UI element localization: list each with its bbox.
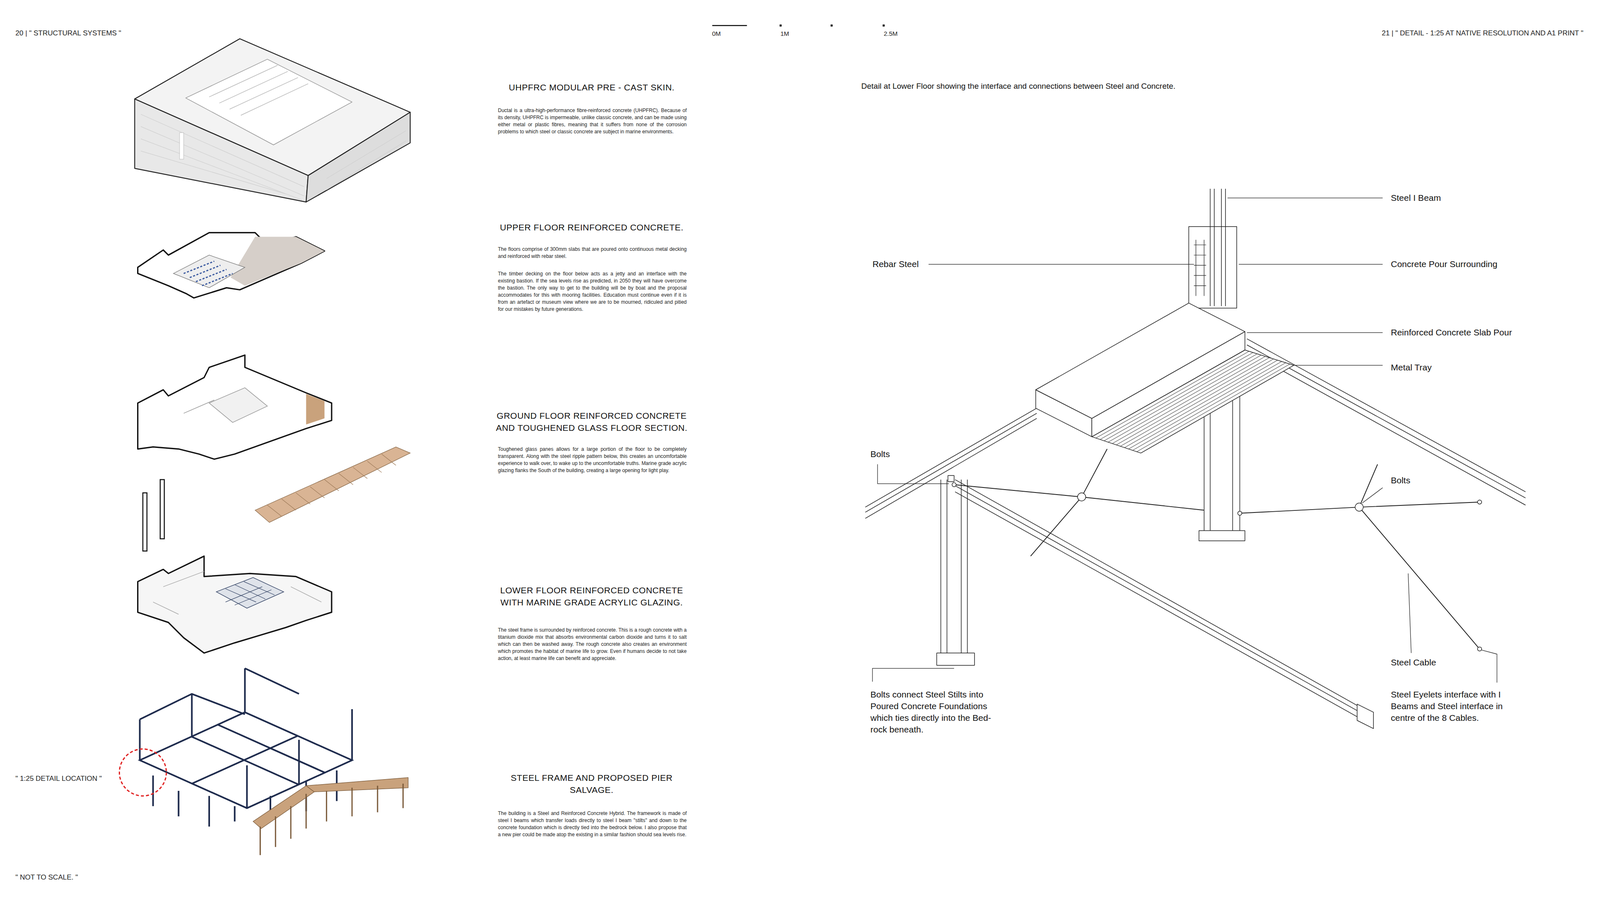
section-heading: UHPFRC MODULAR PRE - CAST SKIN. — [491, 81, 692, 94]
section-body: The floors comprise of 300mm slabs that … — [497, 245, 687, 260]
eyelet — [1477, 500, 1482, 505]
page-header: 20 | " STRUCTURAL SYSTEMS " — [15, 29, 122, 38]
concrete-pour — [1188, 226, 1237, 309]
upper-furniture — [183, 261, 233, 286]
callout-label: Concrete Pour Surrounding — [1390, 259, 1498, 270]
upper-room — [173, 255, 245, 288]
section-heading: LOWER FLOOR REINFORCED CONCRETE WITH MAR… — [491, 584, 692, 609]
skin-face — [306, 112, 411, 203]
skin-slit — [179, 132, 184, 160]
callout-label: Steel Eyelets interface with I Beams and… — [1390, 688, 1512, 724]
scale-tick — [779, 24, 782, 27]
scale-tick — [830, 24, 833, 27]
base-plate — [936, 652, 975, 665]
steel-i-beam — [1210, 188, 1226, 307]
section-body: The timber decking on the floor below ac… — [497, 270, 687, 313]
steel-beam — [865, 408, 1037, 519]
section-heading: UPPER FLOOR REINFORCED CONCRETE. — [491, 221, 692, 234]
slab-top — [1035, 302, 1245, 419]
glazing-piece — [160, 479, 165, 539]
callout-label: Bolts — [870, 449, 890, 460]
pier — [306, 777, 409, 792]
steel-post — [940, 479, 968, 655]
beam-end — [1357, 704, 1374, 729]
steel-frame — [140, 668, 353, 827]
section-heading: STEEL FRAME AND PROPOSED PIER SALVAGE. — [491, 771, 692, 796]
callout-label: Reinforced Concrete Slab Pour — [1390, 327, 1513, 338]
rebar — [1193, 240, 1206, 297]
lower-floor — [137, 556, 332, 654]
section-body: The steel frame is surrounded by reinfor… — [497, 626, 687, 663]
brick-texture — [140, 114, 407, 200]
lower-grid — [216, 577, 284, 608]
scale-label: 1M — [780, 30, 790, 38]
page-header: 21 | " DETAIL - 1:25 AT NATIVE RESOLUTIO… — [1229, 29, 1584, 38]
section-heading: GROUND FLOOR REINFORCED CONCRETE AND TOU… — [491, 409, 692, 434]
callout-label: Bolts connect Steel Stilts into Poured C… — [870, 688, 996, 736]
ground-timber — [306, 393, 325, 425]
upper-floor — [137, 232, 325, 298]
timber-deck — [255, 447, 410, 523]
upper-slab — [230, 236, 325, 286]
lower-grid-lines — [225, 581, 275, 605]
ground-floor — [137, 355, 332, 460]
detail-caption: Detail at Lower Floor showing the interf… — [861, 81, 1176, 91]
bolt — [947, 475, 955, 482]
cable-node — [1077, 492, 1086, 502]
eyelet — [952, 482, 957, 487]
callout-label: Steel Cable — [1390, 657, 1437, 668]
scale-bar — [712, 25, 747, 26]
section-body: Toughened glass panes allows for a large… — [497, 445, 687, 475]
steel-cable — [954, 449, 1480, 650]
pier-posts — [260, 783, 403, 855]
note: " NOT TO SCALE. " — [15, 873, 78, 882]
steel-beam — [955, 479, 1368, 723]
cable-node — [1355, 502, 1364, 512]
section-body: The building is a Steel and Reinforced C… — [497, 810, 687, 839]
eyelet — [1477, 647, 1482, 652]
note: " 1:25 DETAIL LOCATION " — [15, 774, 102, 783]
scale-tick — [882, 24, 885, 27]
callout-label: Bolts — [1390, 475, 1411, 486]
pier — [252, 785, 315, 829]
skin-opening — [185, 59, 353, 145]
glazing-piece — [142, 492, 148, 552]
detail-location-circle — [119, 749, 167, 797]
scale-label: 0M — [712, 30, 721, 38]
deck-planks — [267, 454, 397, 517]
callout-label: Metal Tray — [1390, 362, 1432, 373]
callout-label: Steel I Beam — [1390, 192, 1441, 203]
leader-line — [872, 197, 1498, 683]
scale-label: 2.5M — [883, 30, 898, 38]
eyelet — [1237, 511, 1243, 516]
section-body: Ductal is a ultra-high-performance fibre… — [497, 107, 687, 136]
lower-interior — [152, 571, 322, 615]
ground-interior — [183, 387, 268, 423]
stair-lines — [209, 65, 309, 116]
callout-label: Rebar Steel — [872, 259, 919, 270]
base-plate — [1199, 530, 1245, 541]
